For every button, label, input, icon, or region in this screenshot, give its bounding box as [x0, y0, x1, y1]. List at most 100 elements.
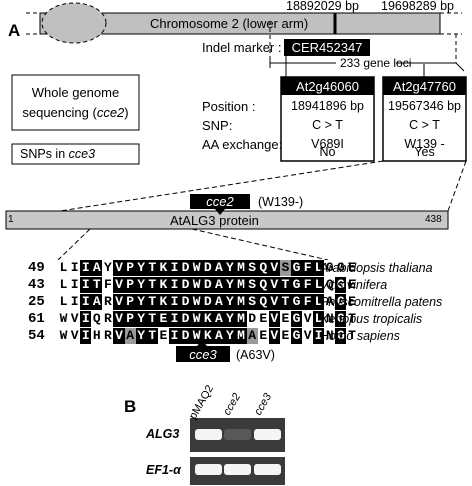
residue: K [202, 311, 214, 327]
residue: F [302, 294, 314, 310]
residue: G [290, 311, 303, 327]
interval-right-tick [455, 62, 465, 72]
residue: Y [224, 328, 236, 344]
gene2-position: 19567346 bp [388, 99, 461, 113]
residue: Y [224, 311, 236, 327]
species-label: Physcomitrella patens [320, 295, 443, 309]
residue: V [113, 277, 125, 293]
residue: I [69, 277, 81, 293]
residue: V [268, 277, 280, 293]
alignment-start: 61 [28, 311, 45, 327]
residue: P [124, 294, 136, 310]
gel-band [254, 429, 281, 440]
gel-band [224, 429, 251, 440]
residue: Y [135, 277, 147, 293]
residue: W [58, 328, 70, 344]
residue: L [313, 294, 325, 310]
gene2-aa: W139 - [404, 137, 445, 151]
residue: D [180, 328, 192, 344]
snps-label: SNPs in cce3 [20, 148, 95, 161]
residue: I [80, 260, 92, 276]
residue: I [80, 294, 92, 310]
gel-row-label-alg3: ALG3 [146, 427, 180, 441]
residue: S [246, 277, 258, 293]
residue: E [279, 311, 291, 327]
residue: G [290, 294, 303, 310]
alignment-start: 49 [28, 260, 45, 276]
chromosome-bar [39, 12, 441, 35]
residue: Y [224, 294, 236, 310]
residue: T [346, 311, 358, 327]
wgs-box [11, 74, 140, 131]
residue: A [91, 260, 103, 276]
residue: V [268, 294, 280, 310]
alignment-start: 43 [28, 277, 45, 293]
residue: L [313, 311, 325, 327]
gene2-yesno: Yes [414, 145, 435, 159]
residue: V [113, 294, 125, 310]
residue: P [124, 260, 136, 276]
residue: R [102, 311, 114, 327]
residue: K [157, 260, 169, 276]
residue: R [102, 294, 114, 310]
residue: N [324, 311, 336, 327]
residue: T [91, 277, 103, 293]
residue: G [335, 311, 347, 327]
residue: T [146, 294, 158, 310]
zoom-line-left-2 [57, 228, 91, 261]
gene1-aa: V689I [311, 137, 344, 151]
zoom-line-right [447, 160, 467, 212]
snps-prefix: SNPs in [20, 147, 69, 161]
residue: V [113, 260, 125, 276]
residue: A [213, 260, 225, 276]
residue: S [279, 260, 291, 276]
residue: L [58, 260, 70, 276]
residue: G [290, 260, 303, 276]
residue: I [168, 294, 181, 310]
residue: I [168, 260, 181, 276]
residue: G [335, 260, 347, 276]
residue: Q [257, 294, 269, 310]
species-label: Arabidopsis thaliana [320, 261, 433, 275]
residue: S [246, 294, 258, 310]
residue: D [246, 311, 258, 327]
residue: S [246, 260, 258, 276]
residue: I [168, 311, 181, 327]
wgs-line2-end: ) [124, 105, 129, 120]
residue: I [168, 328, 181, 344]
centromere [41, 2, 107, 44]
residue: Y [135, 294, 147, 310]
gel-band [195, 464, 222, 475]
coord-left: 18892029 bp [286, 0, 359, 13]
residue: V [302, 311, 314, 327]
residue: E [157, 311, 169, 327]
residue: W [191, 277, 203, 293]
residue: T [279, 277, 291, 293]
residue: A [246, 328, 258, 344]
snps-box [11, 143, 140, 165]
residue: A [124, 328, 136, 344]
residue: Y [135, 260, 147, 276]
residue: Q [324, 277, 336, 293]
residue: G [290, 328, 303, 344]
gene1-snp: C > T [312, 118, 343, 132]
gel-band [195, 429, 222, 440]
residue: L [58, 294, 70, 310]
residue: L [313, 277, 325, 293]
residue: T [146, 311, 158, 327]
protein-start: 1 [8, 214, 14, 225]
residue: E [157, 328, 169, 344]
gel-row-label-ef1a: EF1-α [146, 463, 181, 477]
residue: G [335, 277, 347, 293]
residue: W [191, 294, 203, 310]
residue: I [69, 260, 81, 276]
alignment-start: 25 [28, 294, 45, 310]
residue: F [302, 277, 314, 293]
indel-marker-label: Indel marker : [202, 40, 282, 55]
cce3-tag: cce3 [189, 347, 217, 362]
row-label-snp: SNP: [202, 118, 233, 133]
residue: D [180, 311, 192, 327]
residue: T [146, 260, 158, 276]
residue: F [302, 260, 314, 276]
